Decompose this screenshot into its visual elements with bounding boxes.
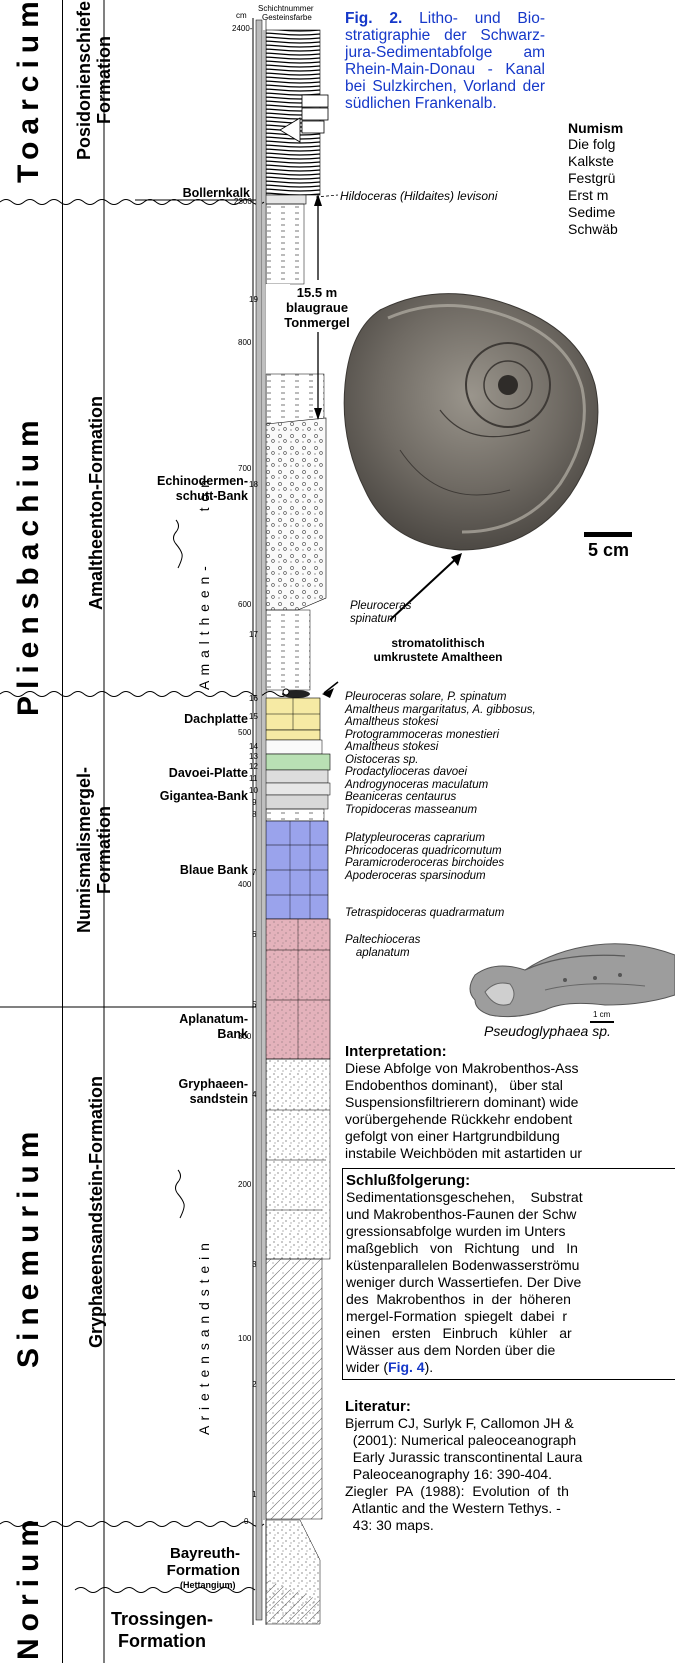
layer-number: 15 [249, 712, 258, 721]
interpretation-line: vorübergehende Rückkehr endobent [345, 1111, 675, 1128]
depth-tick: 0 [244, 1517, 248, 1526]
layer-number: 17 [249, 630, 258, 639]
layer-number: 2 [252, 1380, 256, 1389]
depth-tick: 200 [238, 1180, 251, 1189]
literatur-line: (2001): Numerical paleoceanograph [345, 1432, 675, 1449]
interpretation-line: instabile Weichböden mit astartiden ur [345, 1145, 675, 1162]
schluss-heading: Schlußfolgerung: [346, 1172, 675, 1189]
layer-number: 19 [249, 295, 258, 304]
scale-label-1cm: 1 cm [593, 1010, 610, 1019]
schluss-line: maßgeblich von Richtung und In [346, 1240, 675, 1257]
numism-line: Erst m [568, 187, 675, 204]
interpretation-line: Endobenthos dominant), über stal [345, 1077, 675, 1094]
schluss-last-line: wider (Fig. 4). [346, 1359, 675, 1376]
layer-number: 18 [249, 480, 258, 489]
depth-tick: 2300 [234, 197, 252, 206]
pleuroceras-spinatum-label: Pleuroceras spinatum [350, 600, 411, 625]
layer-number: 6 [252, 930, 256, 939]
figure-label: Fig. 2. [345, 10, 402, 27]
schluss-line: gressionsabfolge wurden im Unters [346, 1223, 675, 1240]
column-header-gesteinsfarbe: Gesteinsfarbe [262, 13, 312, 22]
pseudoglyphaea-specimen-image [455, 930, 675, 1025]
hildoceras-label: Hildoceras (Hildaites) levisoni [340, 190, 497, 203]
layer-number: 10 [249, 786, 258, 795]
numism-line: Die folg [568, 136, 675, 153]
literatur-line: Ziegler PA (1988): Evolution of th [345, 1483, 675, 1500]
interpretation-section: Interpretation: Diese Abfolge von Makrob… [345, 1043, 675, 1162]
layer-number: 12 [249, 762, 258, 771]
depth-tick: 700 [238, 464, 251, 473]
numism-section: Numism Die folg Kalkste Festgrü Erst m S… [568, 120, 675, 238]
schluss-line: weniger durch Wassertiefen. Der Dive [346, 1274, 675, 1291]
layer-number: 16 [249, 694, 258, 703]
schluss-last-suffix: ). [425, 1359, 434, 1375]
figure-caption: Fig. 2. Litho- und Bio-stratigraphie der… [345, 10, 545, 112]
literatur-line: Atlantic and the Western Tethys. - [345, 1500, 675, 1517]
schluss-line: Wässer aus dem Norden über die [346, 1342, 675, 1359]
layer-number: 3 [252, 1260, 256, 1269]
stromatolith-label: stromatolithisch umkrustete Amaltheen [358, 636, 518, 664]
layer-number: 4 [252, 1090, 256, 1099]
ammonite-specimen-image [340, 290, 675, 560]
layer-number: 14 [249, 742, 258, 751]
schlussfolgerung-section: Schlußfolgerung: Sedimentationsgeschehen… [342, 1168, 675, 1380]
literatur-line: Bjerrum CJ, Surlyk F, Callomon JH & [345, 1415, 675, 1432]
layer-number: 13 [249, 752, 258, 761]
literatur-heading: Literatur: [345, 1398, 675, 1415]
literatur-line: Early Jurassic transcontinental Laura [345, 1449, 675, 1466]
depth-tick: 300 [238, 1032, 251, 1041]
numism-heading: Numism [568, 120, 675, 136]
numism-line: Schwäb [568, 221, 675, 238]
depth-tick: 600 [238, 600, 251, 609]
layer-number: 7 [252, 868, 256, 877]
interpretation-heading: Interpretation: [345, 1043, 675, 1060]
schluss-line: und Makrobenthos-Faunen der Schw [346, 1206, 675, 1223]
schluss-last-prefix: wider ( [346, 1359, 388, 1375]
interpretation-line: Suspensionsfiltrierern dominant) wide [345, 1094, 675, 1111]
numism-line: Kalkste [568, 153, 675, 170]
schluss-line: des Makrobenthos in der höheren [346, 1291, 675, 1308]
fossil-list-blaue: Platypleuroceras caprarium Phricodoceras… [345, 832, 504, 882]
fossil-list-gigantea: Beaniceras centaurus Tropidoceras massea… [345, 791, 477, 816]
column-header-unit: cm [236, 11, 247, 20]
column-header-schichtnummer: Schichtnummer [258, 4, 314, 13]
fossil-list-tetraspidoceras: Tetraspidoceras quadrarmatum [345, 907, 504, 920]
schluss-line: Sedimentationsgeschehen, Substrat [346, 1189, 675, 1206]
layer-number: 8 [252, 810, 256, 819]
layer-number: 9 [252, 798, 256, 807]
schluss-line: mergel-Formation spiegelt dabei r [346, 1308, 675, 1325]
literatur-section: Literatur: Bjerrum CJ, Surlyk F, Callomo… [345, 1398, 675, 1534]
literatur-line: 43: 30 maps. [345, 1517, 675, 1534]
fossil-list-paltechioceras: Paltechioceras aplanatum [345, 934, 420, 959]
depth-tick: 400 [238, 880, 251, 889]
layer-number: 1 [252, 1490, 256, 1499]
depth-tick: 100 [238, 1334, 251, 1343]
fossil-list-upper: Pleuroceras solare, P. spinatum Amaltheu… [345, 691, 536, 791]
numism-line: Festgrü [568, 170, 675, 187]
pseudoglyphaea-label: Pseudoglyphaea sp. [484, 1025, 611, 1038]
depth-tick: 2400- [232, 24, 252, 33]
scale-label-5cm: 5 cm [588, 540, 629, 561]
depth-tick: 800 [238, 338, 251, 347]
interpretation-line: Diese Abfolge von Makrobenthos-Ass [345, 1060, 675, 1077]
scale-bar-5cm [584, 532, 632, 537]
schluss-line: einen ersten Einbruch kühler ar [346, 1325, 675, 1342]
literatur-line: Paleoceanography 16: 390-404. [345, 1466, 675, 1483]
numism-line: Sedime [568, 204, 675, 221]
layer-number: 11 [249, 774, 257, 783]
layer-number: 5 [252, 1000, 256, 1009]
depth-tick: 500 [238, 728, 251, 737]
interpretation-line: gefolgt von einer Hartgrundbildung [345, 1128, 675, 1145]
fig-4-link[interactable]: Fig. 4 [388, 1359, 425, 1375]
schluss-line: küstenparallelen Bodenwasserströmu [346, 1257, 675, 1274]
